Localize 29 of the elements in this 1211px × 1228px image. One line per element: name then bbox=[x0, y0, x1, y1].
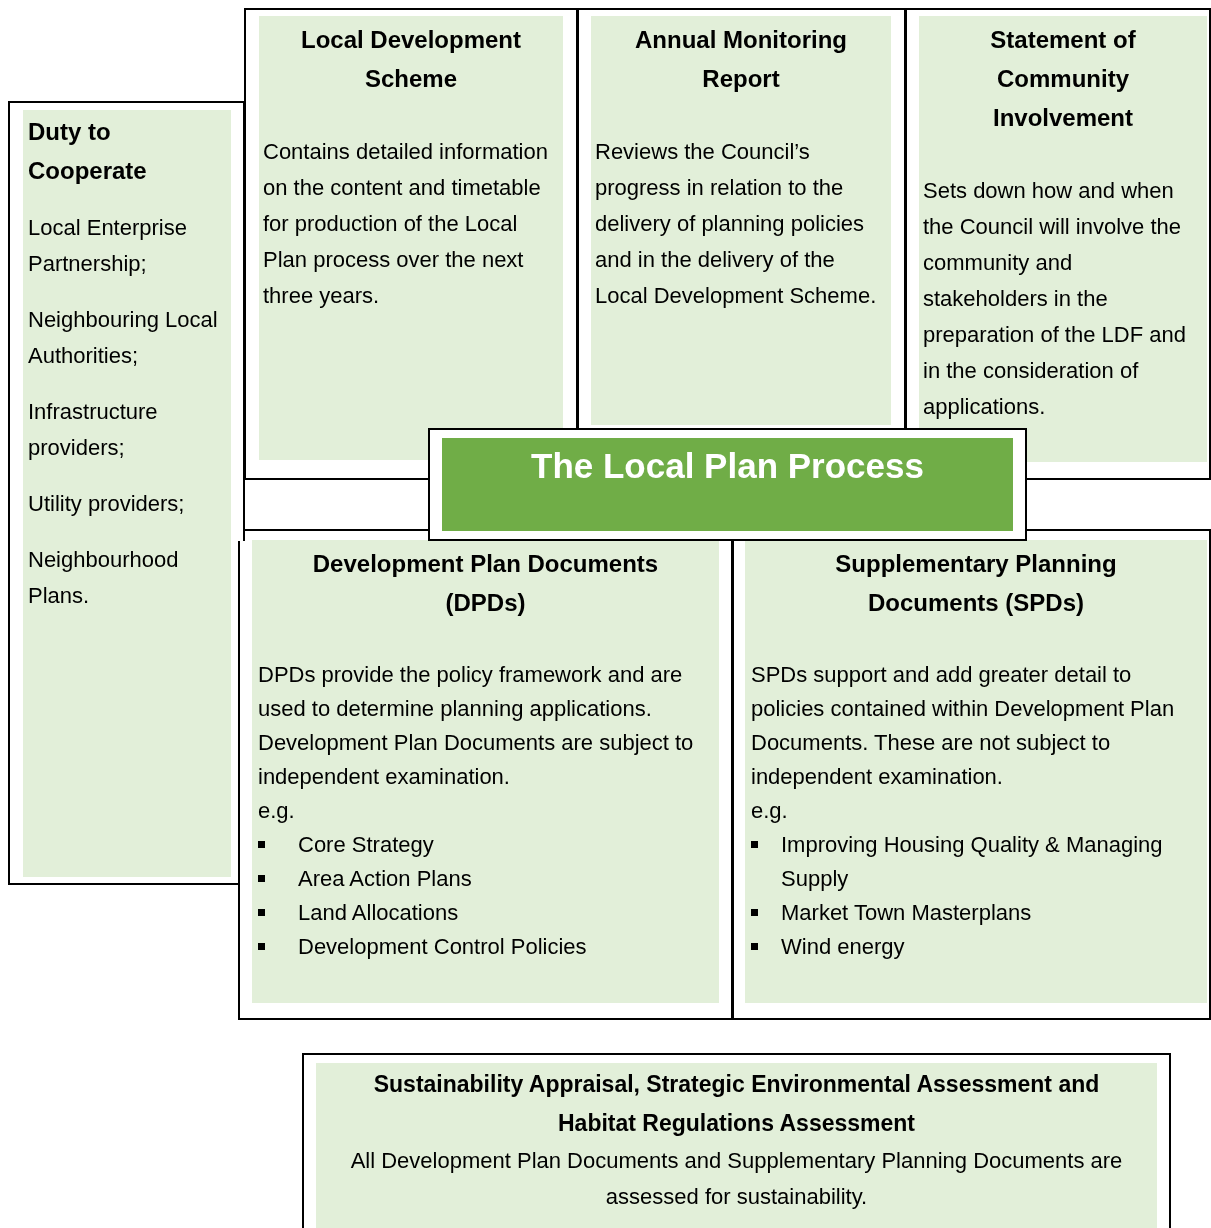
list-item-text: Neighbourhood Plans. bbox=[28, 546, 180, 610]
description-text: SPDs support and add greater detail to policies contained within Development Plan Documents. These are not subject to independent examination. bbox=[751, 661, 1176, 791]
list-item-text: Neighbouring Local Authorities; bbox=[28, 306, 219, 370]
example-label: e.g. bbox=[258, 797, 296, 825]
box-heading: Local Development Scheme bbox=[299, 25, 523, 94]
banner-frame bbox=[428, 428, 1027, 541]
description-text: Reviews the Council’s progress in relation to the delivery of planning policies and in the delivery of the Local Development Scheme. bbox=[595, 138, 878, 310]
box-heading: Duty to Cooperate bbox=[28, 117, 148, 186]
description-text: DPDs provide the policy framework and are used to determine planning applications. Development Plan Documents are subject to independent examination. bbox=[258, 661, 695, 791]
list-item-text: Improving Housing Quality & Managing Supply bbox=[781, 831, 1164, 893]
box-heading: Annual Monitoring Report bbox=[634, 25, 848, 94]
list-item-text: Wind energy bbox=[781, 933, 905, 961]
banner-title: The Local Plan Process bbox=[530, 445, 925, 487]
list-item-text: Core Strategy bbox=[298, 831, 434, 859]
description-text: All Development Plan Documents and Supplementary Planning Documents are assessed for sustainability. bbox=[349, 1147, 1124, 1211]
box-heading: Supplementary Planning Documents (SPDs) bbox=[834, 549, 1118, 618]
description-text: Sets down how and when the Council will involve the community and stakeholders in the preparation of the LDF and in the consideration of applications. bbox=[923, 177, 1187, 421]
list-item-text: Local Enterprise Partnership; bbox=[28, 214, 188, 278]
list-item-text: Development Control Policies bbox=[298, 933, 587, 961]
box-heading: Development Plan Documents (DPDs) bbox=[311, 549, 660, 618]
box-heading: Sustainability Appraisal, Strategic Environmental Assessment and Habitat Regulations Assessment bbox=[372, 1070, 1101, 1138]
list-item-text: Area Action Plans bbox=[298, 865, 472, 893]
description-text: Contains detailed information on the content and timetable for production of the Local Plan process over the next three years. bbox=[263, 138, 549, 310]
example-label: e.g. bbox=[751, 797, 789, 825]
list-item-text: Utility providers; bbox=[28, 490, 186, 518]
list-item-text: Infrastructure providers; bbox=[28, 398, 159, 462]
list-item-text: Market Town Masterplans bbox=[781, 899, 1032, 927]
box-heading: Statement of Community Involvement bbox=[989, 25, 1137, 133]
list-item-text: Land Allocations bbox=[298, 899, 459, 927]
